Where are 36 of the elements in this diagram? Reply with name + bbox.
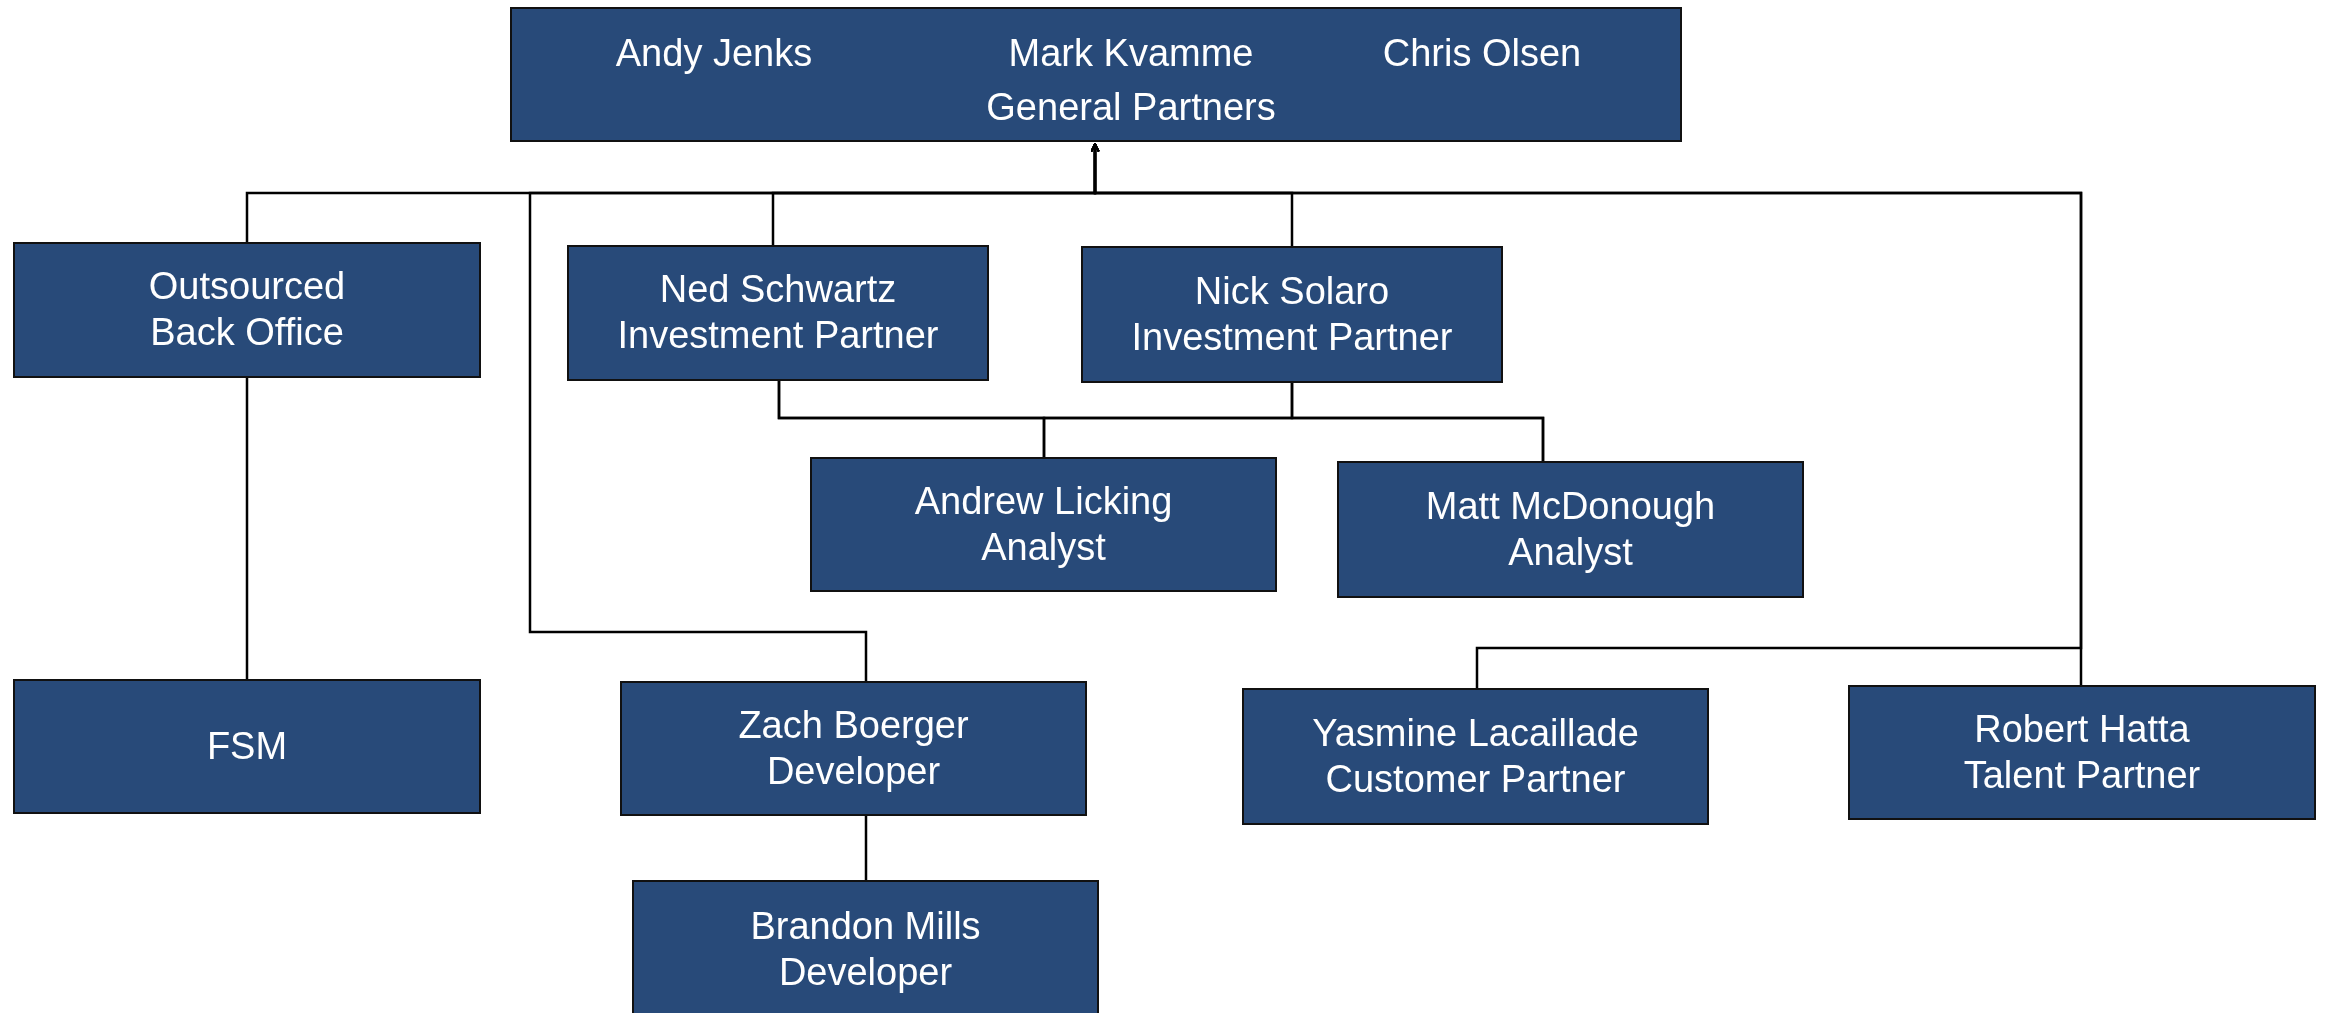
org-box bbox=[13, 242, 481, 378]
connector-line bbox=[1290, 383, 1545, 461]
role-title: Investment Partner bbox=[617, 313, 939, 358]
org-box bbox=[620, 681, 1087, 816]
role-title: General Partners bbox=[986, 85, 1276, 130]
role-title: Developer bbox=[778, 950, 953, 995]
role-title: Customer Partner bbox=[1325, 756, 1626, 802]
role-title: Analyst bbox=[981, 524, 1106, 570]
org-box bbox=[13, 679, 481, 814]
org-box bbox=[632, 880, 1099, 1013]
role-title: Analyst bbox=[1508, 529, 1633, 575]
org-box bbox=[1081, 246, 1503, 383]
role-title: Investment Partner bbox=[1131, 314, 1453, 360]
connector-line bbox=[245, 378, 249, 679]
org-box bbox=[1848, 685, 2316, 820]
org-box bbox=[1337, 461, 1804, 598]
person-name: Yasmine Lacaillade bbox=[1312, 710, 1639, 756]
org-box bbox=[567, 245, 989, 381]
unit-name: FSM bbox=[206, 723, 288, 769]
person-name: Andrew Licking bbox=[914, 478, 1173, 524]
person-name: Zach Boerger bbox=[738, 702, 969, 748]
role-title: Talent Partner bbox=[1963, 752, 2201, 798]
person-name: Chris Olsen bbox=[1382, 31, 1582, 76]
org-box bbox=[810, 457, 1277, 592]
person-name: Nick Solaro bbox=[1194, 268, 1390, 314]
org-box bbox=[1242, 688, 1709, 825]
person-name: Andy Jenks bbox=[615, 31, 813, 76]
org-box bbox=[510, 7, 1682, 142]
unit-name: Outsourced Back Office bbox=[147, 264, 347, 355]
person-name: Ned Schwartz bbox=[659, 267, 897, 313]
person-name: Matt McDonough bbox=[1425, 483, 1716, 529]
person-name: Brandon Mills bbox=[750, 904, 981, 950]
connector-line bbox=[864, 816, 868, 880]
person-name: Mark Kvamme bbox=[1008, 31, 1254, 76]
person-name: Robert Hatta bbox=[1974, 706, 2190, 752]
role-title: Developer bbox=[766, 748, 941, 794]
